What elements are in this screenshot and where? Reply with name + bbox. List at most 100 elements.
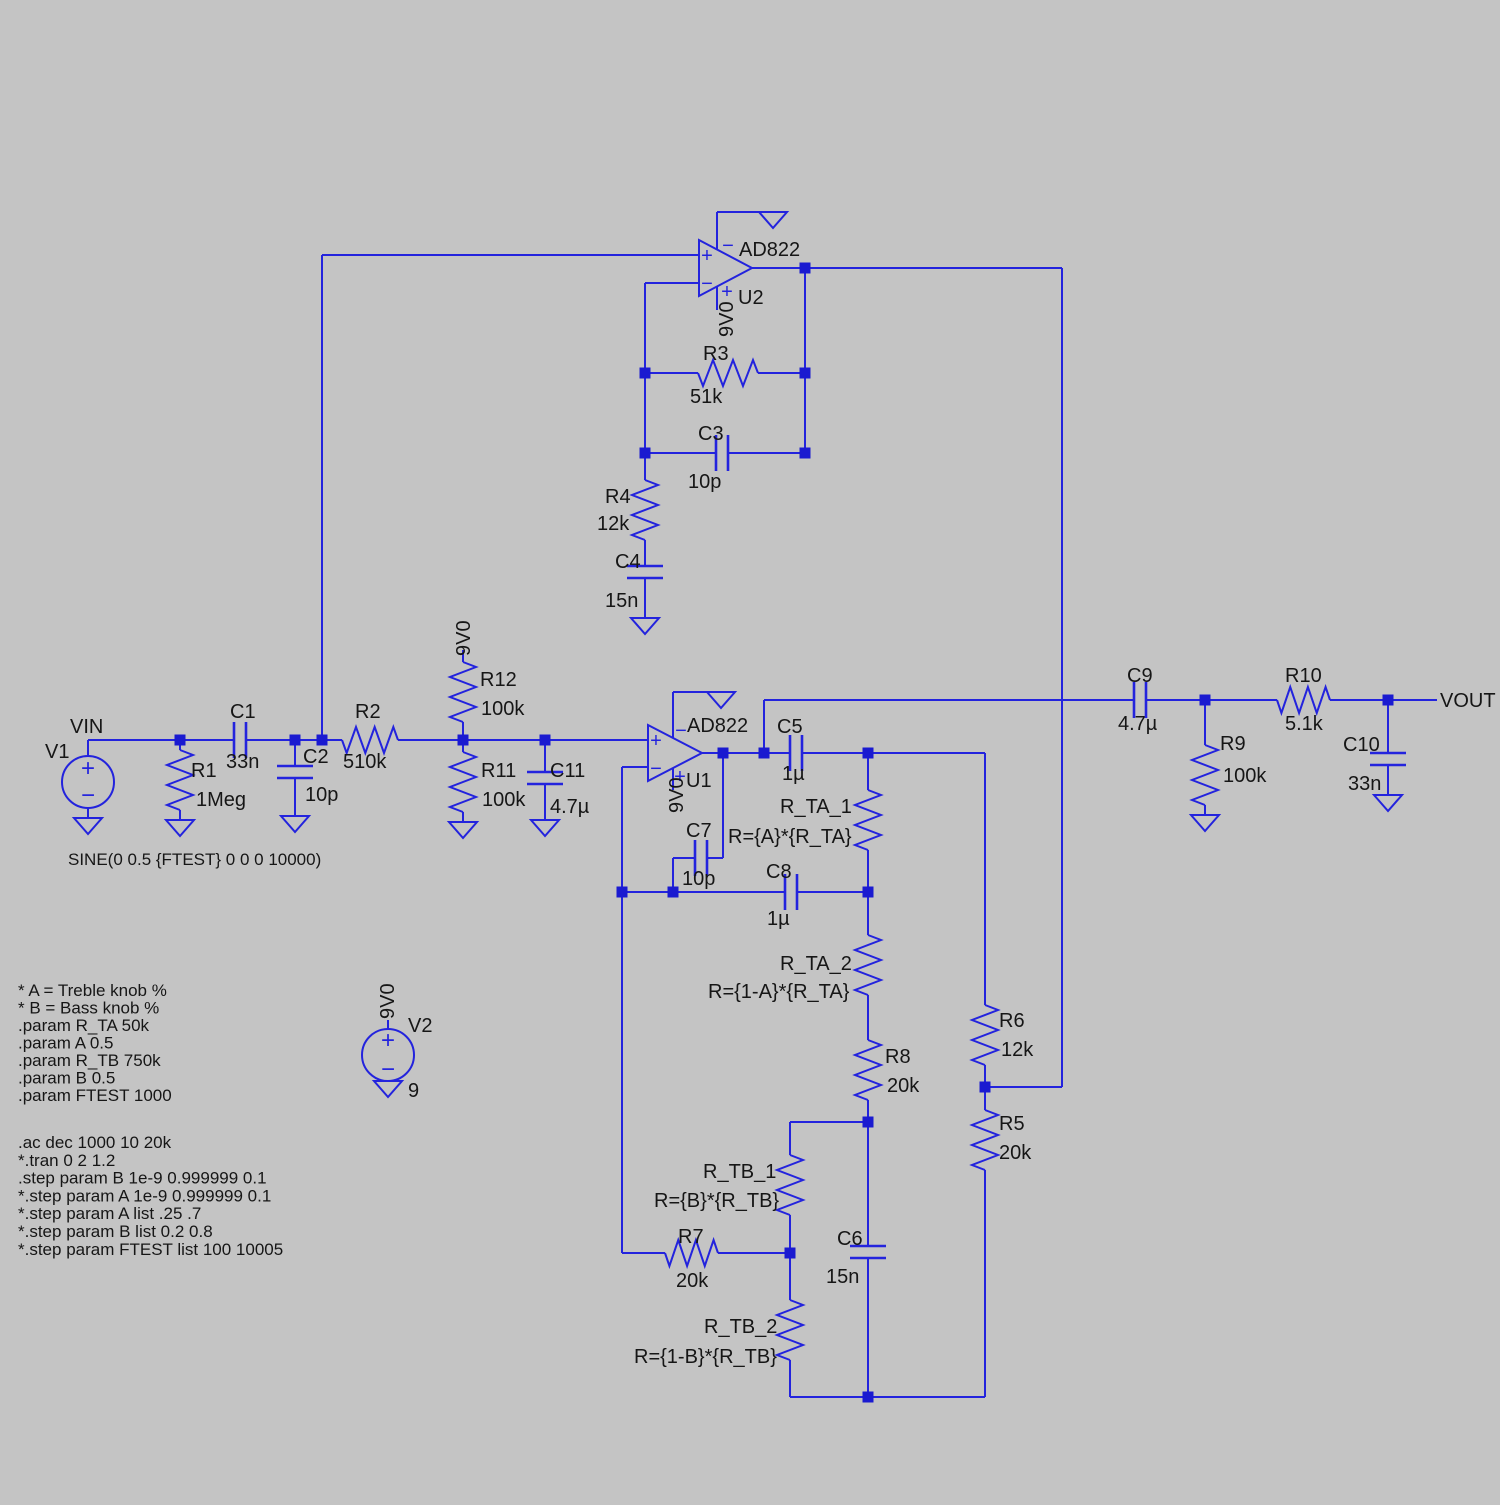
ground-flag-icon[interactable] (756, 211, 790, 230)
resistor-name-R_TA_1[interactable]: R_TA_1 (780, 796, 852, 818)
cap-name-C5[interactable]: C5 (777, 716, 803, 738)
opamp-name-U2[interactable]: U2 (738, 287, 764, 309)
resistor-value-R6[interactable]: 12k (1001, 1039, 1034, 1061)
resistor-R4[interactable] (629, 479, 661, 541)
resistor-R_TA_1[interactable] (852, 789, 884, 851)
ground-flag-icon[interactable] (1371, 794, 1405, 813)
resistor-name-R_TA_2[interactable]: R_TA_2 (780, 953, 852, 975)
resistor-name-R10[interactable]: R10 (1285, 665, 1322, 687)
opamp-name-U1[interactable]: U1 (686, 770, 712, 792)
ground-flag-icon[interactable] (528, 819, 562, 838)
source-name-V1[interactable]: V1 (45, 741, 69, 763)
capacitor-C4[interactable] (627, 564, 663, 580)
source-name-V2[interactable]: V2 (408, 1015, 432, 1037)
capacitor-C1[interactable] (232, 722, 248, 758)
resistor-R_TB_2[interactable] (774, 1299, 806, 1361)
resistor-R8[interactable] (852, 1039, 884, 1101)
capacitor-C3[interactable] (714, 435, 730, 471)
resistor-value-R4[interactable]: 12k (597, 513, 630, 535)
cap-value-C4[interactable]: 15n (605, 590, 638, 612)
resistor-name-R4[interactable]: R4 (605, 486, 631, 508)
cap-name-C10[interactable]: C10 (1343, 734, 1380, 756)
resistor-name-R2[interactable]: R2 (355, 701, 381, 723)
cap-value-C6[interactable]: 15n (826, 1266, 859, 1288)
resistor-value-R5[interactable]: 20k (999, 1142, 1032, 1164)
resistor-name-R6[interactable]: R6 (999, 1010, 1025, 1032)
net-label-9V0-V2[interactable]: 9V0 (377, 983, 399, 1019)
spice-directive-params[interactable]: * A = Treble knob %* B = Bass knob %.par… (18, 981, 172, 1105)
capacitor-C10[interactable] (1370, 751, 1406, 767)
net-label-9V0-R12[interactable]: 9V0 (453, 620, 475, 656)
resistor-value-R12[interactable]: 100k (481, 698, 525, 720)
cap-value-C5[interactable]: 1µ (782, 763, 805, 785)
resistor-R11[interactable] (447, 751, 479, 813)
cap-name-C4[interactable]: C4 (615, 551, 641, 573)
cap-value-C3[interactable]: 10p (688, 471, 721, 493)
cap-name-C3[interactable]: C3 (698, 423, 724, 445)
resistor-value-R10[interactable]: 5.1k (1285, 713, 1324, 735)
cap-value-C8[interactable]: 1µ (767, 908, 790, 930)
ground-flag-icon[interactable] (163, 819, 197, 838)
resistor-name-R3[interactable]: R3 (703, 343, 729, 365)
voltage-source-V1[interactable] (61, 755, 115, 809)
cap-name-C7[interactable]: C7 (686, 820, 712, 842)
opamp-type-U1[interactable]: AD822 (687, 715, 748, 737)
capacitor-C2[interactable] (277, 764, 313, 780)
spice-directive-analysis[interactable]: .ac dec 1000 10 20k*.tran 0 2 1.2.step p… (18, 1133, 283, 1259)
ground-flag-icon[interactable] (1188, 814, 1222, 833)
cap-name-C1[interactable]: C1 (230, 701, 256, 723)
resistor-value-R1[interactable]: 1Meg (196, 789, 246, 811)
resistor-R5[interactable] (969, 1109, 1001, 1171)
resistor-R7[interactable] (664, 1236, 719, 1270)
cap-value-C7[interactable]: 10p (682, 868, 715, 890)
capacitor-C11[interactable] (527, 770, 563, 786)
resistor-value-R7[interactable]: 20k (676, 1270, 709, 1292)
voltage-source-V2[interactable] (361, 1028, 415, 1082)
opamp-U1[interactable]: +−−+ (647, 720, 705, 788)
cap-value-C2[interactable]: 10p (305, 784, 338, 806)
resistor-value-R9[interactable]: 100k (1223, 765, 1267, 787)
capacitor-C6[interactable] (850, 1244, 886, 1260)
resistor-value-R2[interactable]: 510k (343, 751, 387, 773)
cap-name-C9[interactable]: C9 (1127, 665, 1153, 687)
ground-flag-icon[interactable] (628, 617, 662, 636)
resistor-value-R_TA_1[interactable]: R={A}*{R_TA} (728, 826, 852, 848)
net-label-9V0-U1[interactable]: 9V0 (666, 777, 688, 813)
resistor-name-R11[interactable]: R11 (481, 760, 516, 782)
capacitor-C7[interactable] (693, 840, 709, 876)
capacitor-C9[interactable] (1132, 682, 1148, 718)
ground-flag-icon[interactable] (704, 691, 738, 710)
net-label-9V0-U2[interactable]: 9V0 (716, 301, 738, 337)
resistor-name-R8[interactable]: R8 (885, 1046, 911, 1068)
resistor-R6[interactable] (969, 1004, 1001, 1066)
capacitor-C5[interactable] (788, 735, 804, 771)
resistor-R10[interactable] (1276, 683, 1331, 717)
source-value-V2[interactable]: 9 (408, 1080, 419, 1102)
resistor-R_TB_1[interactable] (774, 1154, 806, 1216)
resistor-value-R11[interactable]: 100k (482, 789, 526, 811)
source-sine-V1[interactable]: SINE(0 0.5 {FTEST} 0 0 0 10000) (68, 850, 321, 869)
resistor-name-R5[interactable]: R5 (999, 1113, 1025, 1135)
net-label-vin[interactable]: VIN (70, 716, 103, 738)
resistor-R_TA_2[interactable] (852, 934, 884, 996)
cap-value-C10[interactable]: 33n (1348, 773, 1381, 795)
resistor-value-R_TB_1[interactable]: R={B}*{R_TB} (654, 1190, 779, 1212)
cap-name-C6[interactable]: C6 (837, 1228, 863, 1250)
opamp-U2[interactable]: +−−+ (698, 235, 755, 303)
resistor-value-R_TA_2[interactable]: R={1-A}*{R_TA} (708, 981, 850, 1003)
resistor-R2[interactable] (341, 724, 399, 756)
resistor-R3[interactable] (697, 357, 759, 389)
opamp-type-U2[interactable]: AD822 (739, 239, 800, 261)
resistor-name-R_TB_1[interactable]: R_TB_1 (703, 1161, 776, 1183)
net-label-vout[interactable]: VOUT (1440, 690, 1496, 712)
ground-flag-icon[interactable] (278, 815, 312, 834)
ground-flag-icon[interactable] (446, 821, 480, 840)
resistor-name-R9[interactable]: R9 (1220, 733, 1246, 755)
resistor-R12[interactable] (447, 661, 479, 723)
resistor-name-R_TB_2[interactable]: R_TB_2 (704, 1316, 777, 1338)
capacitor-C8[interactable] (783, 874, 799, 910)
cap-value-C11[interactable]: 4.7µ (550, 796, 590, 818)
ground-flag-icon[interactable] (71, 817, 105, 836)
cap-name-C8[interactable]: C8 (766, 861, 792, 883)
